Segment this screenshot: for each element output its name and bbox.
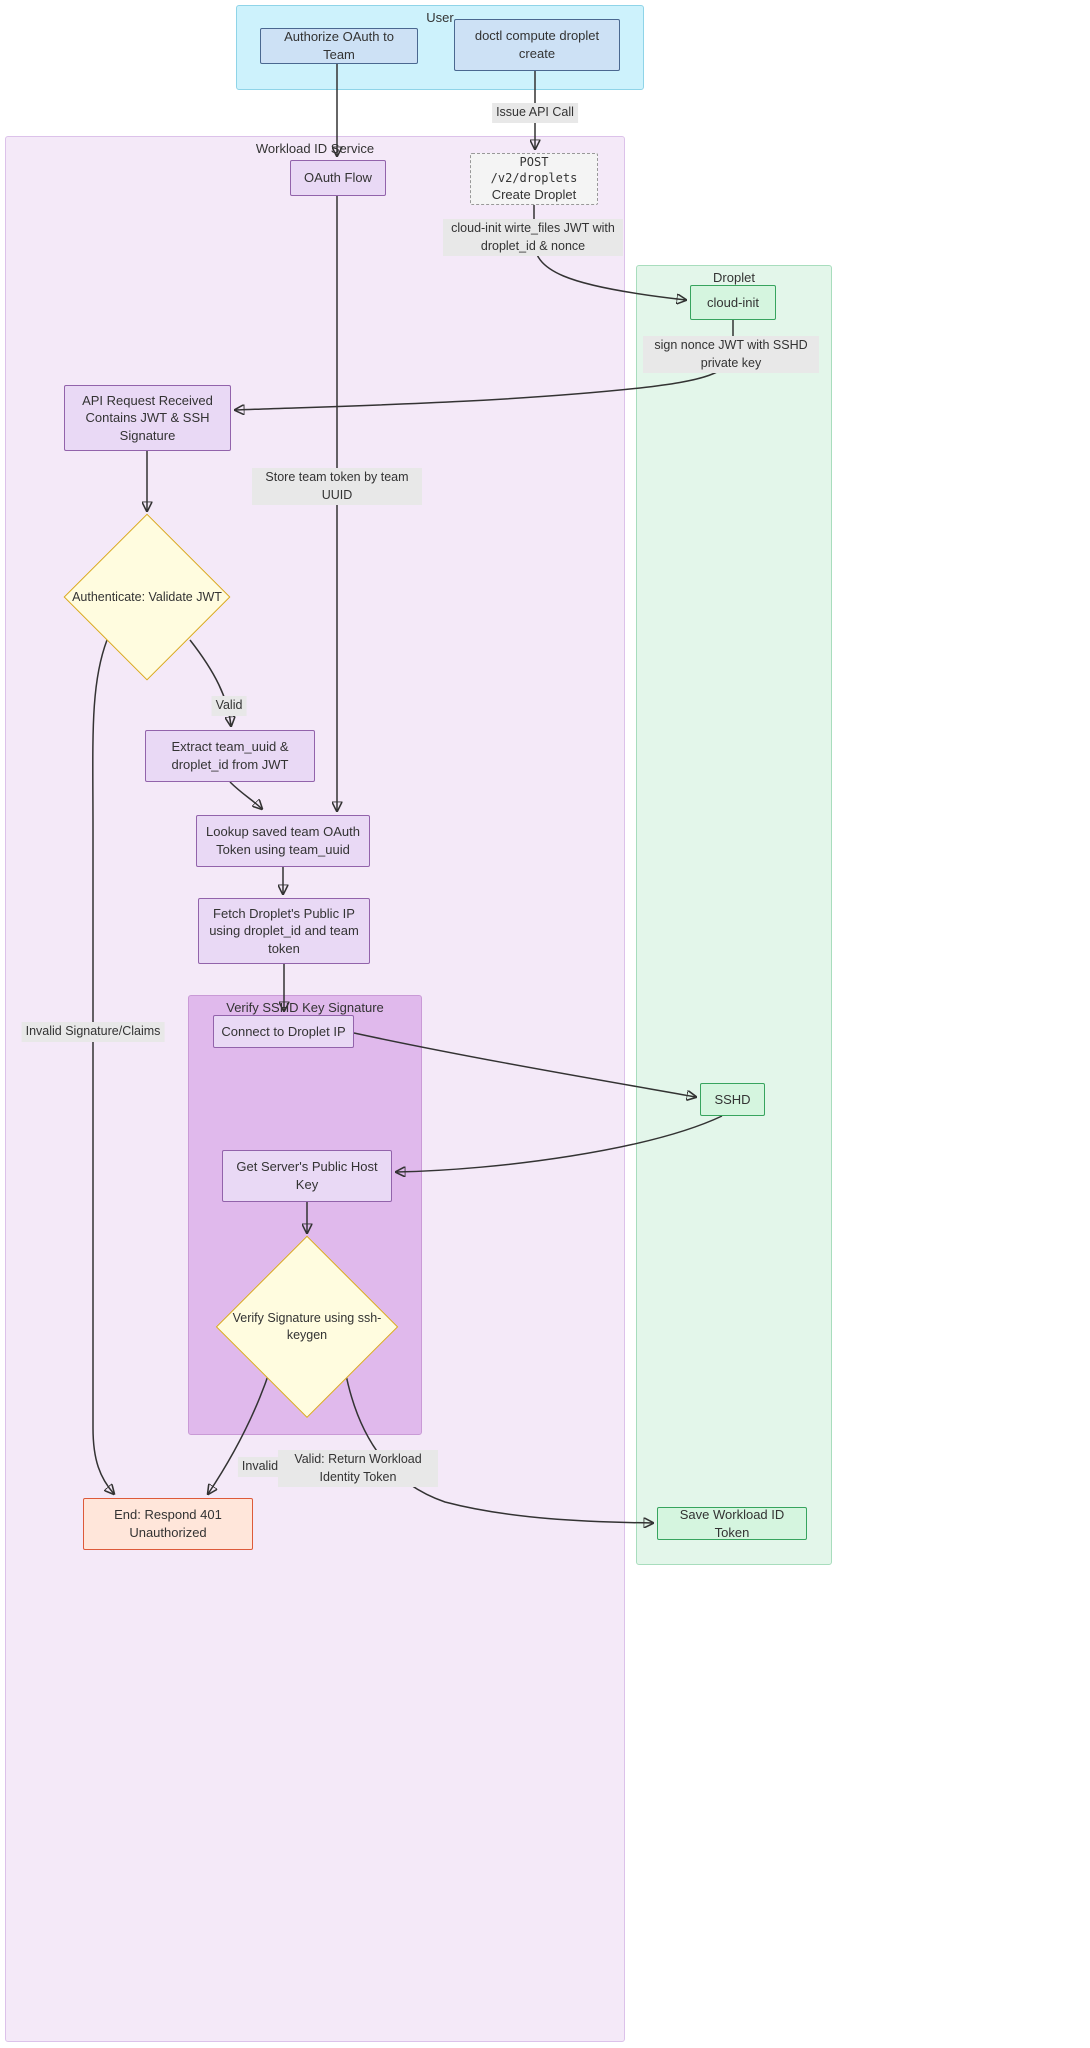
group-verify-title: Verify SSHD Key Signature [226, 1000, 384, 1015]
node-end-401-label: End: Respond 401 Unauthorized [114, 1507, 222, 1540]
node-lookup-team-token: Lookup saved team OAuth Token using team… [196, 815, 370, 867]
edge-label-invalid: Invalid [237, 1457, 283, 1477]
node-post-droplets-line2: Create Droplet [491, 187, 577, 203]
node-doctl-create: doctl compute droplet create [454, 19, 620, 71]
edge-label-cloud-init-jwt: cloud-init wirte_files JWT with droplet_… [443, 219, 623, 256]
node-verify-signature: Verify Signature using ssh-keygen [215, 1235, 399, 1419]
node-verify-signature-label: Verify Signature using ssh-keygen [232, 1311, 382, 1342]
node-oauth-flow-label: OAuth Flow [304, 170, 372, 186]
node-connect-droplet-ip-label: Connect to Droplet IP [221, 1023, 346, 1039]
edge-verify-sig-invalid-to-end-401 [208, 1369, 271, 1494]
edge-label-sign-nonce: sign nonce JWT with SSHD private key [643, 336, 819, 373]
node-post-droplets: POST /v2/droplets Create Droplet [470, 153, 598, 205]
node-fetch-public-ip-label: Fetch Droplet's Public IP using droplet_… [209, 905, 359, 956]
node-api-request-received-label: API Request Received Contains JWT & SSH … [82, 392, 213, 443]
node-post-droplets-line1: POST /v2/droplets [490, 155, 578, 186]
edge-label-invalid-signature-claims: Invalid Signature/Claims [21, 1022, 165, 1042]
node-authorize-oauth-label: Authorize OAuth to Team [284, 29, 394, 62]
node-extract-claims-label: Extract team_uuid & droplet_id from JWT [171, 739, 289, 772]
node-extract-claims: Extract team_uuid & droplet_id from JWT [145, 730, 315, 782]
node-get-host-key-label: Get Server's Public Host Key [236, 1159, 378, 1192]
node-sshd: SSHD [700, 1083, 765, 1116]
group-workload-title: Workload ID Service [255, 141, 375, 156]
node-sshd-label: SSHD [714, 1091, 751, 1107]
node-cloud-init-label: cloud-init [706, 294, 760, 310]
node-api-request-received: API Request Received Contains JWT & SSH … [64, 385, 231, 451]
node-authenticate-validate-jwt: Authenticate: Validate JWT [63, 513, 231, 681]
node-cloud-init: cloud-init [690, 285, 776, 320]
group-droplet-title: Droplet [713, 270, 755, 285]
edge-label-issue-api-call: Issue API Call [492, 103, 578, 123]
edge-label-valid: Valid [211, 696, 247, 716]
edge-label-store-team-token: Store team token by team UUID [252, 468, 422, 505]
node-fetch-public-ip: Fetch Droplet's Public IP using droplet_… [198, 898, 370, 964]
node-authenticate-label: Authenticate: Validate JWT [72, 589, 222, 604]
node-authorize-oauth: Authorize OAuth to Team [260, 28, 418, 64]
node-doctl-create-label: doctl compute droplet create [474, 28, 600, 61]
node-end-401: End: Respond 401 Unauthorized [83, 1498, 253, 1550]
edge-label-valid-return-token: Valid: Return Workload Identity Token [278, 1450, 438, 1487]
node-save-workload-token-label: Save Workload ID Token [679, 1506, 785, 1540]
node-lookup-team-token-label: Lookup saved team OAuth Token using team… [206, 824, 360, 857]
edge-sshd-to-get-host-key [396, 1115, 723, 1172]
group-user-title: User [426, 10, 454, 25]
node-connect-droplet-ip: Connect to Droplet IP [213, 1015, 354, 1048]
edge-connect-to-sshd [353, 1032, 696, 1097]
node-oauth-flow: OAuth Flow [290, 160, 386, 196]
group-droplet: Droplet [636, 265, 832, 1565]
edge-authenticate-invalid-to-end-401 [92, 639, 114, 1494]
node-save-workload-token: Save Workload ID Token [657, 1507, 807, 1540]
edge-authenticate-valid-to-extract [189, 639, 231, 726]
node-get-host-key: Get Server's Public Host Key [222, 1150, 392, 1202]
edge-verify-sig-valid-to-save-token [344, 1369, 653, 1523]
edge-extract-to-lookup [229, 781, 262, 809]
